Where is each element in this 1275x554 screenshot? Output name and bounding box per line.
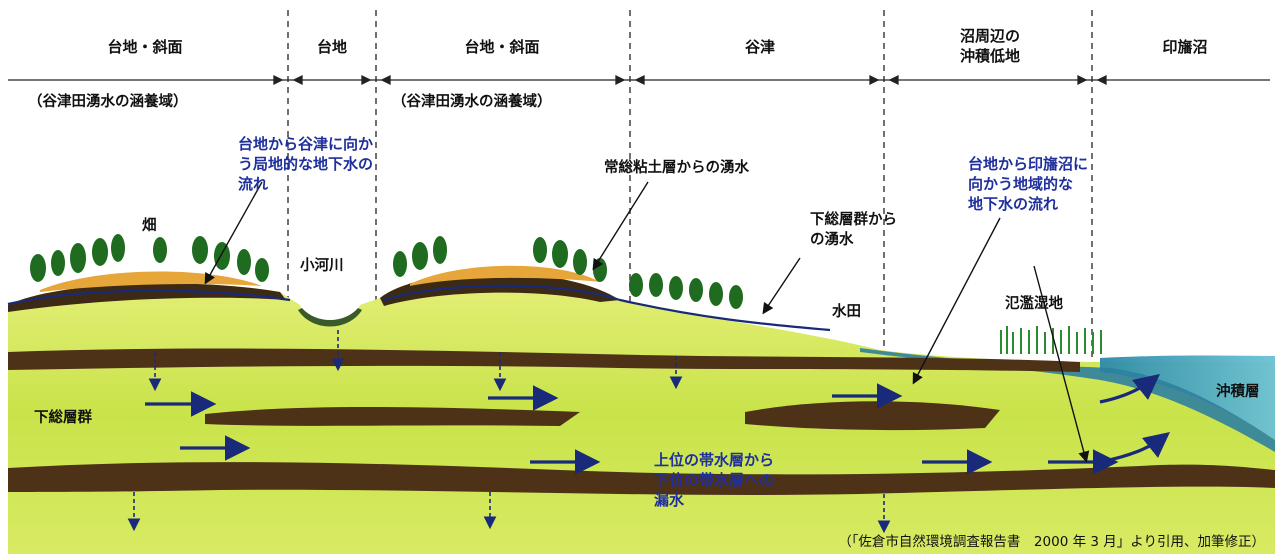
zone-label-yatsu: 谷津: [744, 38, 775, 56]
trees: [30, 234, 1102, 354]
river-channel: [298, 308, 362, 327]
zone-label-upland: 台地: [316, 38, 347, 56]
hill-soil-left: [8, 283, 286, 312]
pointer-arrows: [204, 181, 1090, 463]
paddy-label: 水田: [832, 304, 861, 320]
clay-aquitards: [8, 348, 1275, 495]
small-river-label: 小河川: [300, 258, 344, 274]
recharge-area-label-2: （谷津田湧水の涵養域）: [392, 94, 552, 110]
regional-flow-label: 台地から印旛沼に 向かう地域的な 地下水の流れ: [968, 155, 1089, 213]
leakage-label: 上位の帯水層から 下位の帯水層への 漏水: [654, 451, 775, 509]
hill-top-right: [410, 265, 600, 286]
leakage-arrows: [127, 330, 891, 534]
local-flow-label: 台地から谷津に向か う局地的な地下水の 流れ: [238, 135, 374, 193]
floodplain-label: 氾濫湿地: [1005, 296, 1063, 312]
ground-layer: [8, 272, 1275, 554]
zone-range-arrows: [8, 74, 1270, 86]
zone-label-lowland: 沼周辺の 沖積低地: [959, 27, 1020, 65]
alluvium-label: 沖積層: [1216, 384, 1260, 400]
shimosa-spring-label: 下総層群から の湧水: [810, 212, 897, 248]
zone-label-upland-slope-1: 台地・斜面: [107, 38, 183, 56]
field-label: 畑: [142, 218, 157, 234]
clay-spring-label: 常総粘土層からの湧水: [604, 160, 749, 176]
shimosa-group-label: 下総層群: [34, 410, 92, 426]
groundwater-flow-lines: [7, 284, 831, 332]
zone-label-upland-slope-2: 台地・斜面: [464, 38, 540, 56]
recharge-area-label-1: （谷津田湧水の涵養域）: [28, 94, 188, 110]
zone-label-inba-marsh: 印旛沼: [1162, 38, 1208, 56]
groundwater-flow-arrows: [145, 374, 1170, 475]
citation-text: （「佐倉市自然環境調査報告書 2000 年 3 月」より引用、加筆修正）: [838, 534, 1265, 550]
